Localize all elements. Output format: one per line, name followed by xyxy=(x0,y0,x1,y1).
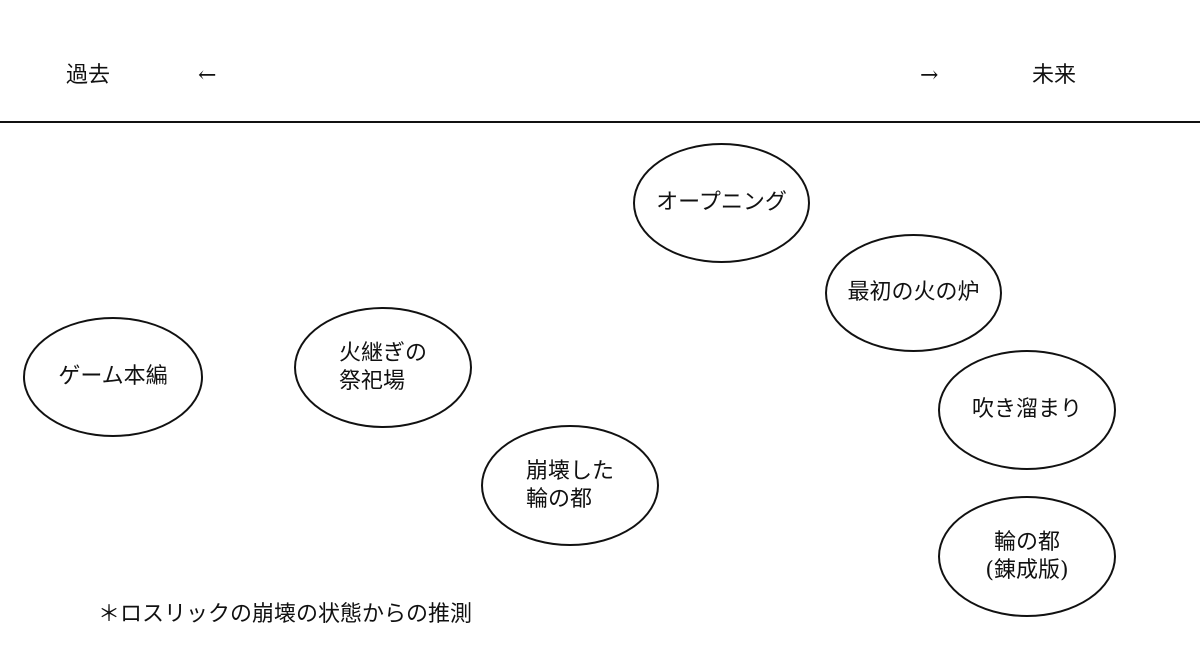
node-ringed-city-refined: 輪の都 (錬成版) xyxy=(938,496,1116,617)
node-opening: オープニング xyxy=(633,143,810,263)
node-main-game: ゲーム本編 xyxy=(23,317,203,437)
node-label: ゲーム本編 xyxy=(58,364,168,389)
node-ringed-city-collapsed: 崩壊した 輪の都 xyxy=(481,425,659,546)
node-label: 崩壊した 輪の都 xyxy=(525,458,614,512)
node-whirlpool: 吹き溜まり xyxy=(938,350,1116,470)
footnote: ＊ロスリックの崩壊の状態からの推測 xyxy=(98,602,473,627)
past-label: 過去 xyxy=(66,63,111,88)
timeline-axis-line xyxy=(0,121,1200,123)
node-label: オープニング xyxy=(656,190,787,215)
node-firelink-shrine: 火継ぎの 祭祀場 xyxy=(294,307,472,428)
node-label: 最初の火の炉 xyxy=(847,280,980,305)
future-label: 未来 xyxy=(1032,63,1077,88)
node-label: 火継ぎの 祭祀場 xyxy=(338,340,427,394)
left-arrow-icon: ← xyxy=(198,63,217,88)
node-first-flame-kiln: 最初の火の炉 xyxy=(825,234,1002,352)
node-label: 吹き溜まり xyxy=(971,397,1082,422)
node-label: 輪の都 (錬成版) xyxy=(985,529,1069,583)
right-arrow-icon: → xyxy=(920,63,939,88)
